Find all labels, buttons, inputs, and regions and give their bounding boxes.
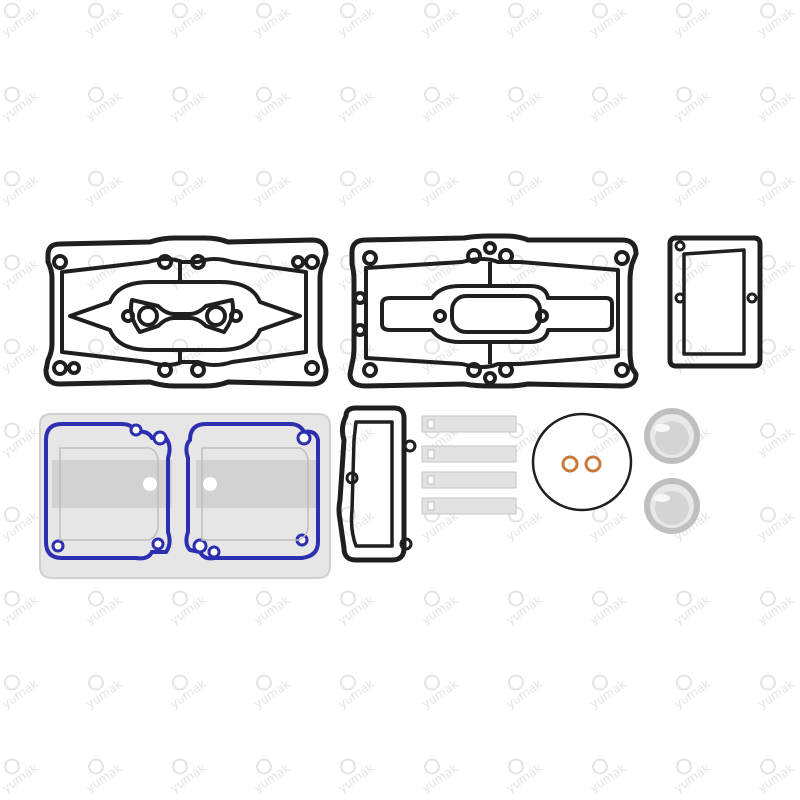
side-cover-gasket	[336, 405, 417, 563]
copper-washers	[561, 455, 602, 473]
head-gasket-right	[347, 233, 639, 389]
valve-plate-blue-gasket	[39, 413, 331, 579]
o-ring-large	[531, 412, 633, 512]
reed-valves	[421, 415, 517, 515]
filter-cups	[644, 408, 700, 534]
cover-gasket	[667, 235, 763, 369]
head-gasket-left	[43, 235, 329, 389]
